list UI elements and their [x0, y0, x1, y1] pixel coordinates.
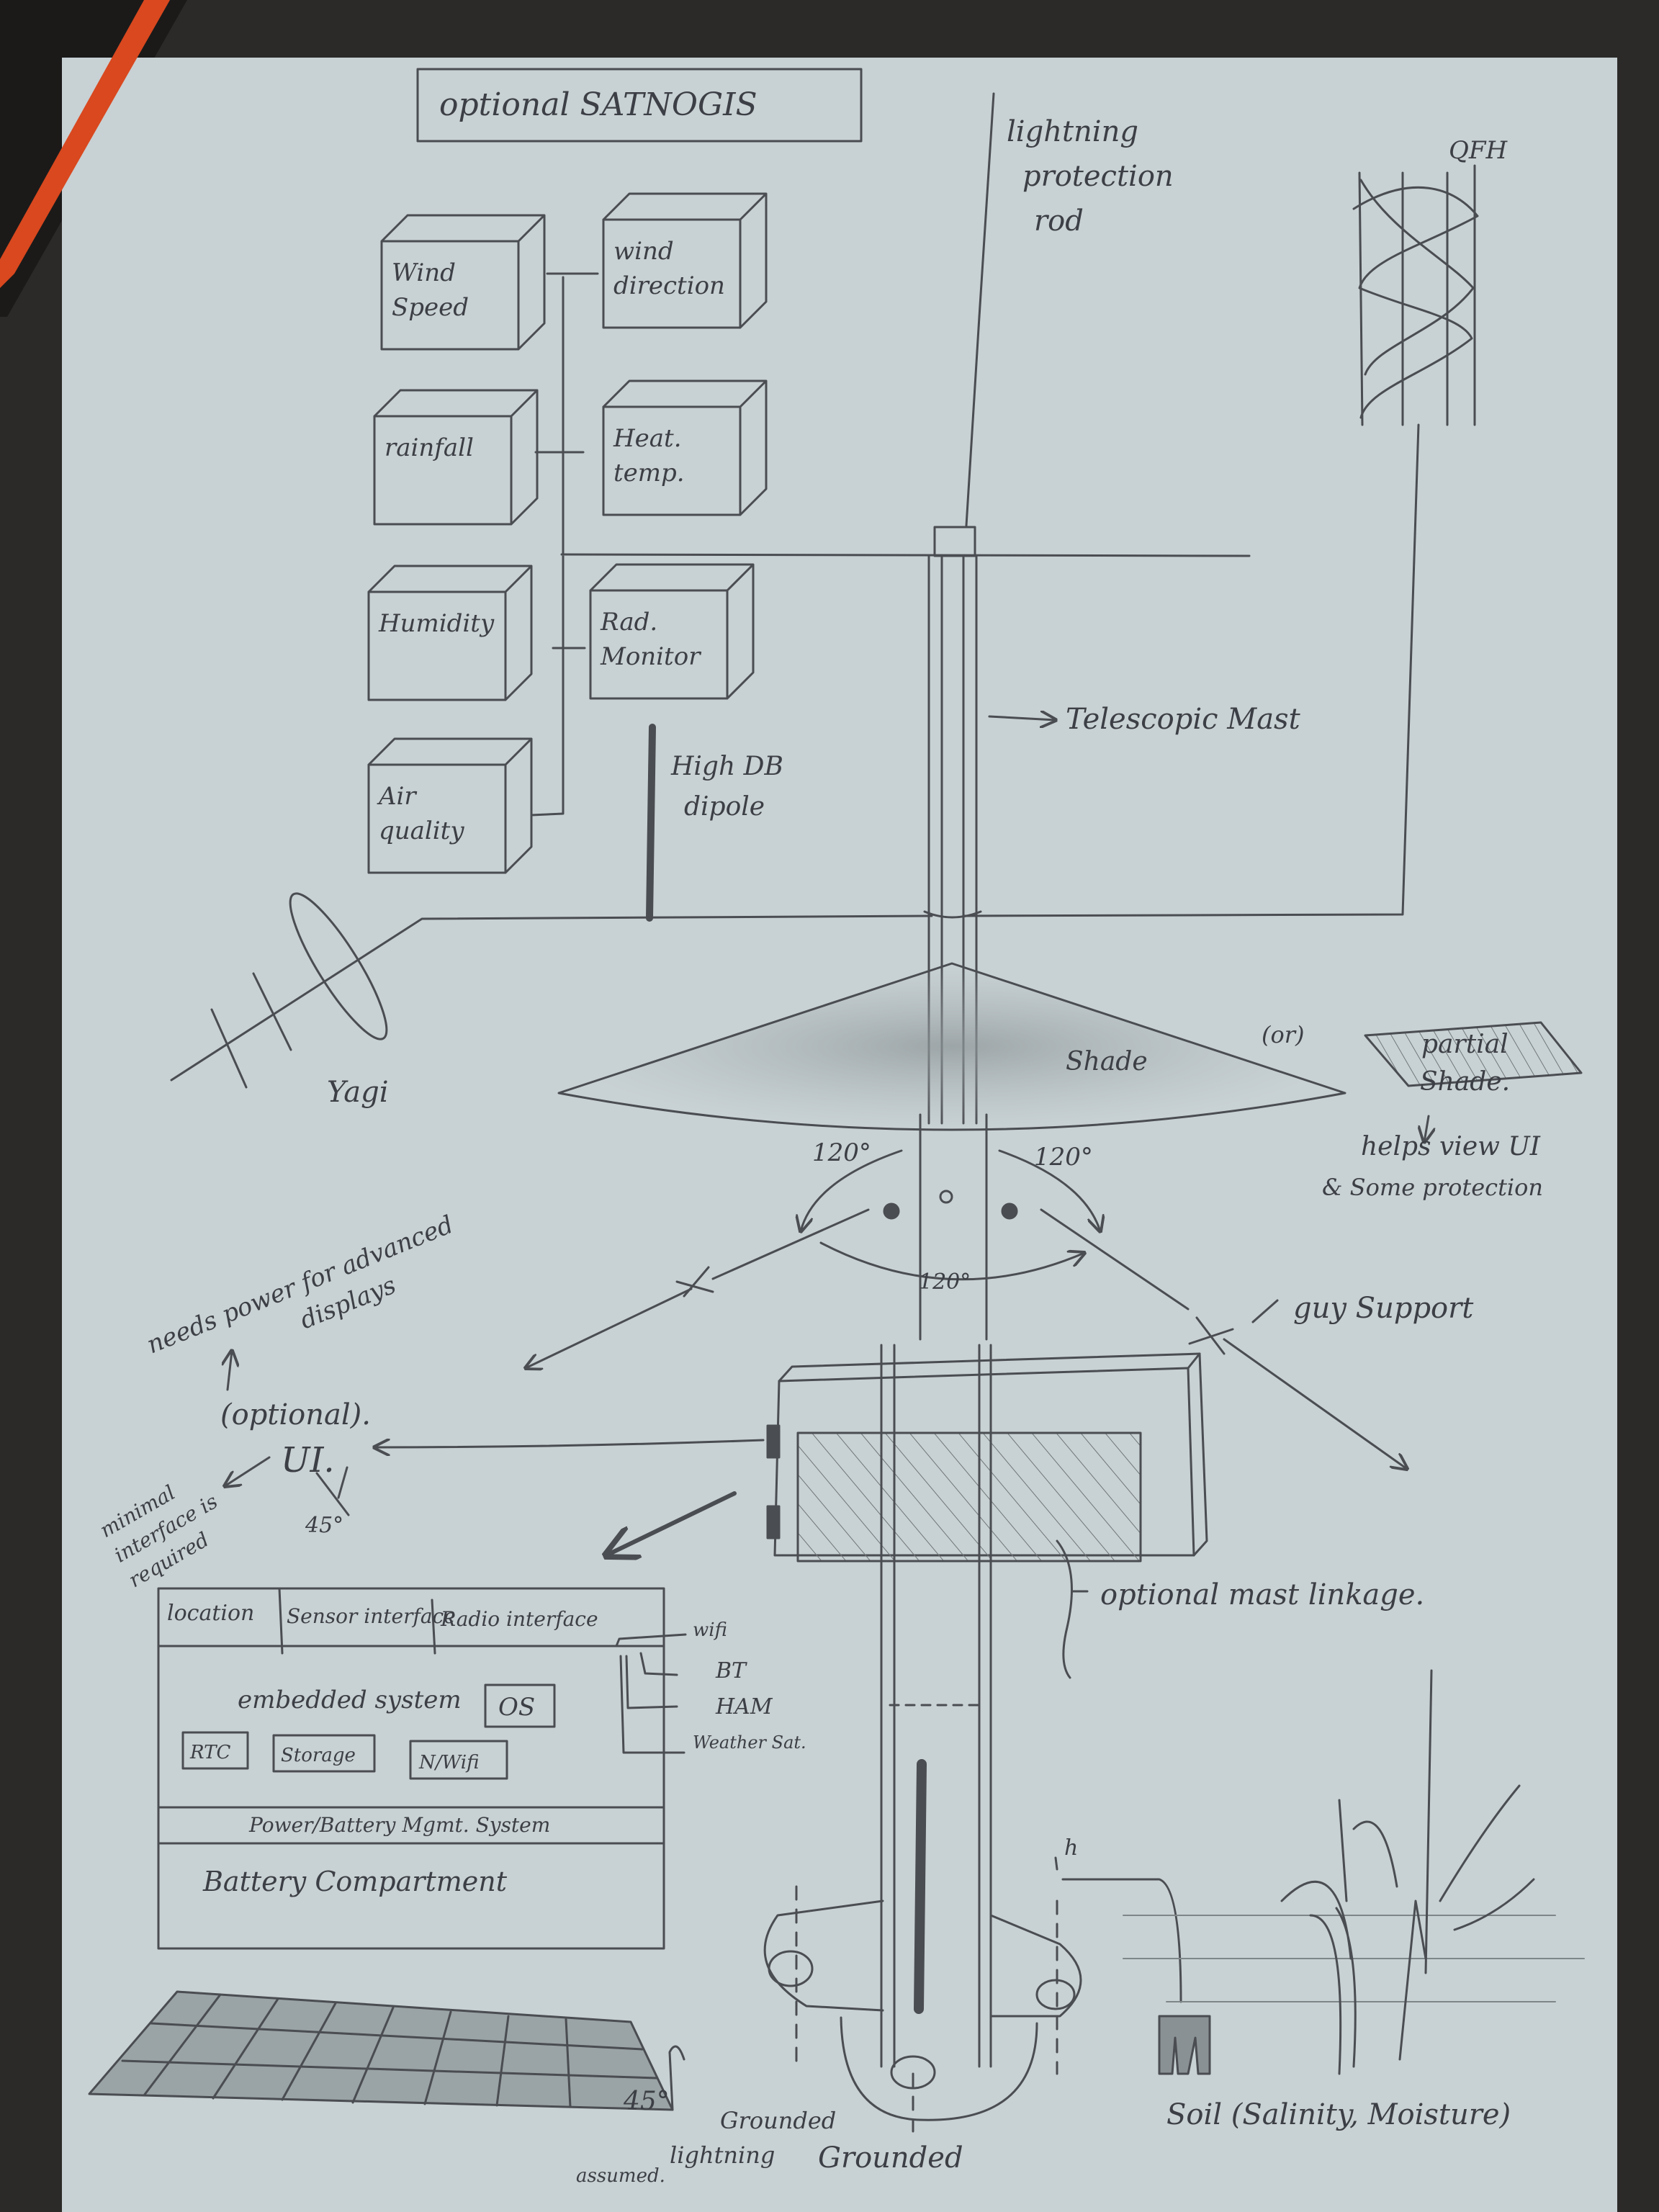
- sensor-label-humidity: Humidity: [378, 609, 495, 638]
- telescopic-mast-label: Telescopic Mast: [1066, 703, 1301, 736]
- panel-angle-label: 45°: [623, 2087, 670, 2116]
- sensor-label-rainfall: rainfall: [385, 433, 474, 462]
- helps-view-label-1: helps view UI: [1361, 1132, 1541, 1161]
- tab-radio-interface: Radio interface: [440, 1607, 598, 1631]
- sensor-label-line: Speed: [392, 293, 469, 322]
- sensor-label-line: Air: [377, 782, 417, 811]
- partial-shade-label-1: partial: [1421, 1030, 1509, 1059]
- ui-label: UI.: [281, 1440, 335, 1480]
- mast-linkage-label: optional mast linkage.: [1100, 1578, 1424, 1611]
- lightning-rod-label-1: lightning: [1007, 115, 1138, 148]
- tab-sensor-interface: Sensor interface: [287, 1604, 456, 1628]
- bolt-left: [884, 1204, 899, 1218]
- dipole-label-1: High DB: [670, 752, 783, 781]
- grounded-lightning-label-1: Grounded: [720, 2107, 836, 2134]
- or-label: (or): [1262, 1021, 1305, 1048]
- high-db-dipole: [649, 727, 652, 918]
- power-management-label: Power/Battery Mgmt. System: [248, 1813, 550, 1837]
- lightning-rod-label-2: protection: [1022, 160, 1174, 193]
- angle-label-left: 120°: [812, 1138, 871, 1167]
- lightning-rod-label-3: rod: [1034, 204, 1084, 238]
- optional-label: (optional).: [220, 1398, 371, 1431]
- radio-option-weather-sat: Weather Sat.: [693, 1732, 806, 1753]
- sensor-label-line: rainfall: [385, 433, 474, 462]
- bolt-right: [1002, 1204, 1017, 1218]
- sensor-label-line: Rad.: [600, 608, 657, 637]
- radio-option-ham: HAM: [715, 1694, 773, 1719]
- sensor-label-line: Heat.: [613, 424, 682, 453]
- ui-angle-label: 45°: [305, 1513, 343, 1538]
- assumed-label: assumed.: [576, 2165, 665, 2187]
- battery-compartment-label: Battery Compartment: [202, 1866, 508, 1897]
- tab-location: location: [167, 1601, 254, 1626]
- grounded-lightning-label-2: lightning: [670, 2141, 775, 2169]
- soil-label: Soil (Salinity, Moisture): [1166, 2098, 1511, 2131]
- sensor-label-line: temp.: [613, 459, 685, 487]
- partial-shade-label-2: Shade.: [1420, 1067, 1510, 1097]
- os-label: OS: [498, 1693, 535, 1722]
- grounded-label: Grounded: [818, 2141, 963, 2175]
- module-network: N/Wifi: [418, 1752, 479, 1773]
- sensor-label-line: quality: [379, 817, 464, 845]
- sensor-label-line: Wind: [392, 258, 456, 287]
- embedded-system-label: embedded system: [238, 1686, 462, 1714]
- module-rtc: RTC: [189, 1742, 230, 1763]
- dipole-label-2: dipole: [684, 792, 765, 822]
- grounding-rod: [919, 1764, 922, 2009]
- radio-option-wifi: wifi: [693, 1619, 727, 1641]
- radio-option-bt: BT: [715, 1658, 747, 1683]
- sensor-label-line: Humidity: [378, 609, 495, 638]
- angle-label-bottom: 120°: [919, 1269, 971, 1295]
- module-storage: Storage: [281, 1745, 356, 1766]
- qfh-label: QFH: [1449, 136, 1508, 165]
- sensor-label-line: wind: [613, 237, 674, 266]
- page-title: optional SATNOGIS: [439, 86, 757, 123]
- angle-label-right: 120°: [1034, 1143, 1093, 1172]
- helps-view-label-2: & Some protection: [1322, 1174, 1543, 1201]
- shade-label: Shade: [1066, 1047, 1148, 1076]
- sensor-label-line: direction: [613, 271, 725, 300]
- guy-support-label: guy Support: [1293, 1292, 1474, 1325]
- sensor-label-line: Monitor: [600, 642, 701, 671]
- yagi-label: Yagi: [327, 1076, 389, 1109]
- height-label: h: [1064, 1835, 1078, 1861]
